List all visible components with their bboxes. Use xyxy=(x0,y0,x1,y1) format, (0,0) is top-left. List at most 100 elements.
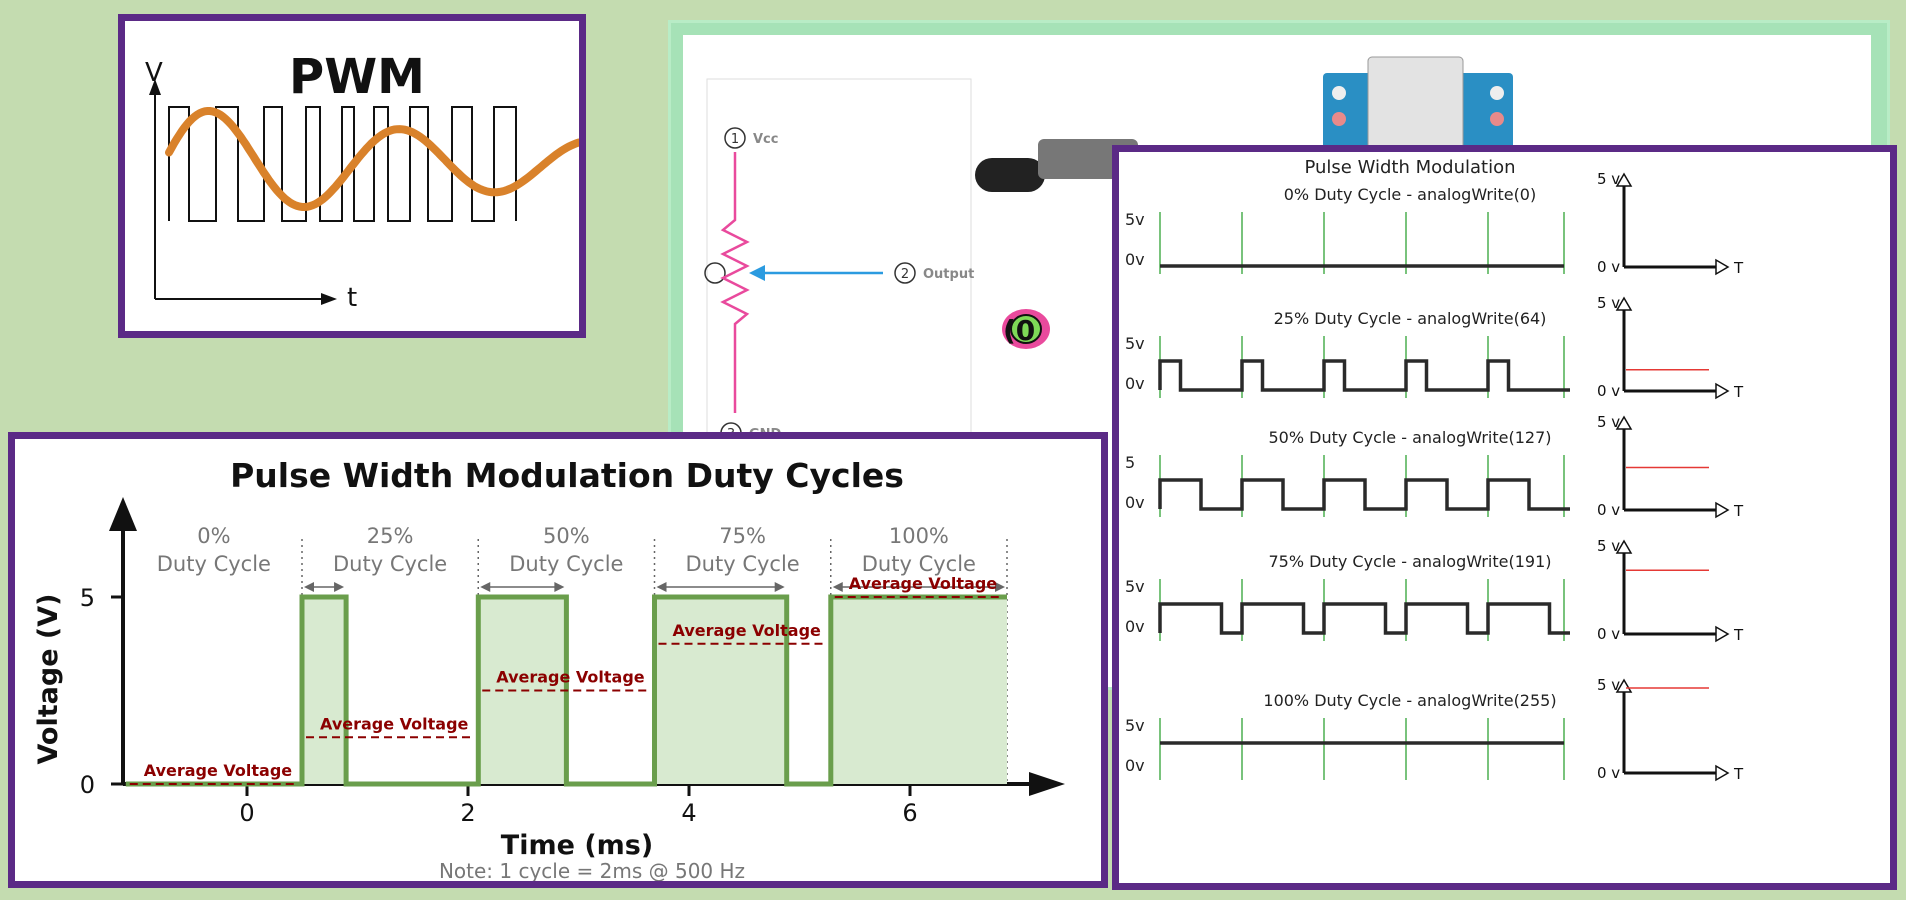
mini-y-arrow xyxy=(1615,296,1633,311)
pwm-x-label: t xyxy=(347,283,357,313)
pwm-row-high-label: 5v xyxy=(1125,210,1145,229)
pin-2-badge xyxy=(704,262,726,284)
pin-2-number: 2 xyxy=(901,267,909,282)
duty-note: Note: 1 cycle = 2ms @ 500 Hz xyxy=(439,859,745,881)
pwm-row-high-label: 5v xyxy=(1125,716,1145,735)
section-percent: 50% xyxy=(543,524,590,548)
potentiometer-resistor xyxy=(720,152,750,413)
duty-chart-title: Pulse Width Modulation Duty Cycles xyxy=(230,456,904,495)
mini-0v-label: 0 v xyxy=(1597,382,1620,400)
mini-x-arrow xyxy=(1715,501,1730,519)
pwm-illustration: PWM V t xyxy=(145,49,579,313)
duty-x-tick-label: 0 xyxy=(239,799,254,827)
pulse-fill xyxy=(830,597,1007,784)
duty-y-label: Voltage (V) xyxy=(33,594,64,765)
section-name: Duty Cycle xyxy=(686,552,800,576)
pwm-row-wave xyxy=(1158,359,1570,392)
width-arrowhead xyxy=(774,582,785,592)
mini-x-arrow xyxy=(1715,764,1730,782)
pwm-sine-wave xyxy=(165,107,579,211)
average-voltage-label: Average Voltage xyxy=(144,761,293,780)
pin-1-label: Vcc xyxy=(753,132,778,147)
section-percent: 75% xyxy=(719,524,766,548)
duty-cycle-chart: Pulse Width Modulation Duty Cycles Volta… xyxy=(33,456,1139,883)
mini-0v-label: 0 v xyxy=(1597,501,1620,519)
duty-x-arrow xyxy=(1029,772,1065,796)
mini-t-label: T xyxy=(1733,765,1744,783)
section-name: Duty Cycle xyxy=(509,552,623,576)
pwm-row-label: 25% Duty Cycle - analogWrite(64) xyxy=(1274,309,1547,328)
width-arrowhead xyxy=(656,582,667,592)
pwm-row-low-label: 0v xyxy=(1125,374,1145,393)
mini-t-label: T xyxy=(1733,626,1744,644)
led-blob-inner xyxy=(1010,314,1042,344)
pwm-row-high-label: 5 xyxy=(1125,453,1135,472)
pwm-row-label: 50% Duty Cycle - analogWrite(127) xyxy=(1268,428,1551,447)
section-percent: 25% xyxy=(367,524,414,548)
width-arrowhead xyxy=(334,582,345,592)
pulse-fill xyxy=(654,597,787,784)
potentiometer-knob xyxy=(975,158,1045,192)
pulse-fill xyxy=(302,597,347,784)
average-voltage-label: Average Voltage xyxy=(673,621,822,640)
pwm-x-arrow xyxy=(321,293,337,305)
pwm-row-low-label: 0v xyxy=(1125,250,1145,269)
pwm-row-high-label: 5v xyxy=(1125,334,1145,353)
usb-pad xyxy=(1332,112,1346,126)
pwm-row-low-label: 0v xyxy=(1125,493,1145,512)
width-arrowhead xyxy=(480,582,491,592)
mini-x-arrow xyxy=(1715,258,1730,276)
mini-t-label: T xyxy=(1733,502,1744,520)
pin-2-label: Output xyxy=(923,267,974,282)
width-arrowhead xyxy=(832,582,843,592)
pwm-row-label: 75% Duty Cycle - analogWrite(191) xyxy=(1268,552,1551,571)
section-name: Duty Cycle xyxy=(862,552,976,576)
section-name: Duty Cycle xyxy=(333,552,447,576)
duty-x-tick-label: 6 xyxy=(902,799,917,827)
mini-5v-label: 5 v xyxy=(1597,413,1620,431)
mini-0v-label: 0 v xyxy=(1597,625,1620,643)
mini-y-arrow xyxy=(1615,172,1633,187)
mini-y-arrow xyxy=(1615,415,1633,430)
mini-y-arrow xyxy=(1615,678,1633,693)
section-percent: 0% xyxy=(197,524,230,548)
pwm-row-label: 0% Duty Cycle - analogWrite(0) xyxy=(1284,185,1536,204)
usb-pad xyxy=(1490,86,1504,100)
width-arrowhead xyxy=(554,582,565,592)
mini-5v-label: 5 v xyxy=(1597,537,1620,555)
section-percent: 100% xyxy=(889,524,949,548)
pin-1-number: 1 xyxy=(731,132,739,147)
mini-x-arrow xyxy=(1715,625,1730,643)
duty-y-tick-label: 5 xyxy=(80,584,95,612)
average-voltage-label: Average Voltage xyxy=(496,668,645,687)
average-voltage-label: Average Voltage xyxy=(849,574,998,593)
duty-x-label: Time (ms) xyxy=(501,830,653,861)
mini-x-arrow xyxy=(1715,382,1730,400)
section-name: Duty Cycle xyxy=(157,552,271,576)
pwm-y-label: V xyxy=(145,58,163,88)
duty-y-tick-label: 0 xyxy=(80,771,95,799)
average-voltage-label: Average Voltage xyxy=(320,714,469,733)
usb-pad xyxy=(1332,86,1346,100)
pwm-row-wave xyxy=(1158,602,1570,635)
duty-y-arrow xyxy=(109,497,137,531)
width-arrowhead xyxy=(304,582,314,592)
pwm-card: PWM V t xyxy=(118,14,586,338)
width-arrowhead xyxy=(995,582,1005,592)
mini-0v-label: 0 v xyxy=(1597,258,1620,276)
mini-t-label: T xyxy=(1733,259,1744,277)
mini-y-arrow xyxy=(1615,539,1633,554)
pin-1-badge xyxy=(724,127,746,149)
usb-pad xyxy=(1490,112,1504,126)
blob-fragment-text: (0 xyxy=(1003,314,1035,347)
pwm-duty-list-card: Pulse Width Modulation 0% Duty Cycle - a… xyxy=(1112,145,1897,890)
wiper-arrowhead xyxy=(749,265,765,281)
mini-5v-label: 5 v xyxy=(1597,170,1620,188)
pwm-row-label: 100% Duty Cycle - analogWrite(255) xyxy=(1263,691,1556,710)
pwm-row-low-label: 0v xyxy=(1125,756,1145,775)
mini-5v-label: 5 v xyxy=(1597,294,1620,312)
duty-cycle-chart-card: Pulse Width Modulation Duty Cycles Volta… xyxy=(8,432,1139,888)
duty-x-tick-label: 2 xyxy=(460,799,475,827)
pwm-row-high-label: 5v xyxy=(1125,577,1145,596)
mini-t-label: T xyxy=(1733,383,1744,401)
